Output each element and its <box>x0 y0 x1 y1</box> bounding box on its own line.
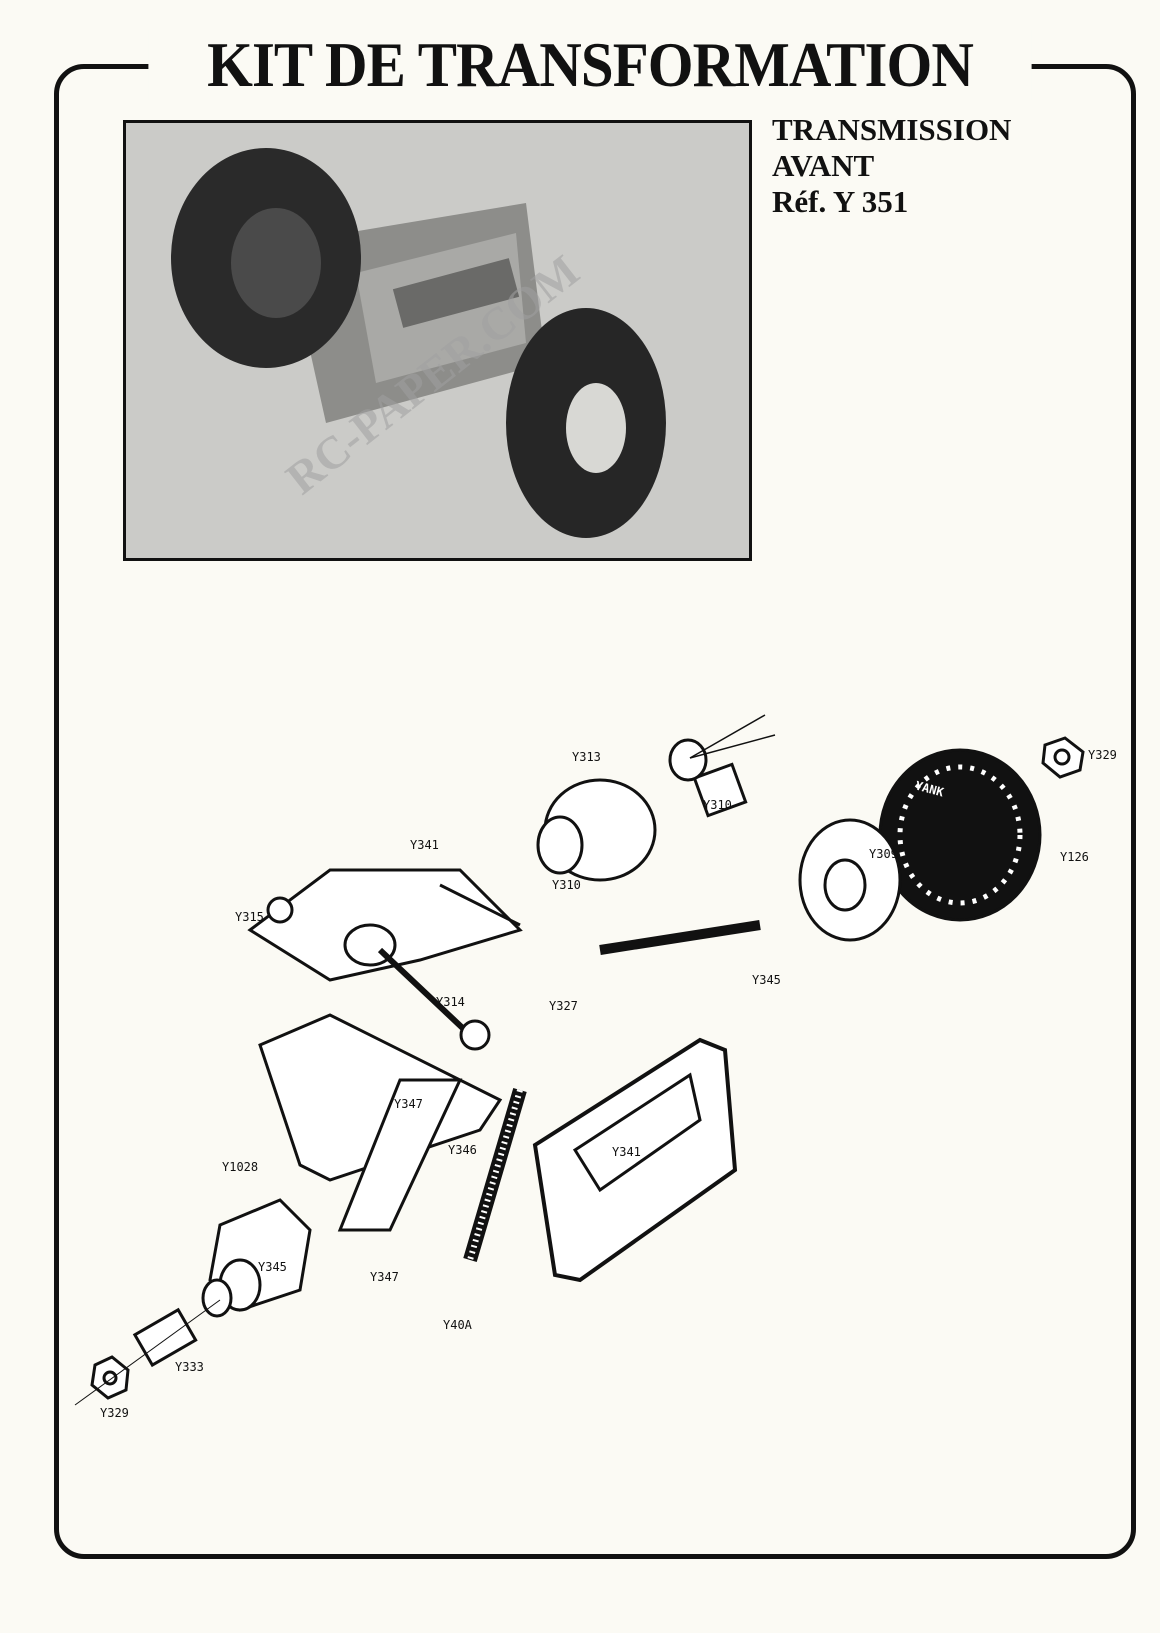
differential <box>536 738 748 882</box>
part-label: Y313 <box>572 750 601 764</box>
axle-bolt <box>74 1299 221 1406</box>
leader-line <box>689 714 766 759</box>
part-label: Y347 <box>394 1097 423 1111</box>
part-label: Y347 <box>370 1270 399 1284</box>
part-label: Y40A <box>443 1318 472 1332</box>
part-label: Y310 <box>703 798 732 812</box>
right-wheel <box>506 308 666 538</box>
part-label: Y126 <box>1060 850 1089 864</box>
subtitle-line-1: TRANSMISSION <box>772 112 1012 147</box>
part-label: Y314 <box>436 995 465 1009</box>
part-label: Y327 <box>549 999 578 1013</box>
part-label: Y346 <box>448 1143 477 1157</box>
part-label: Y345 <box>752 973 781 987</box>
shock-absorber <box>463 1088 527 1262</box>
upper-a-arm <box>247 868 523 982</box>
part-label: Y329 <box>1088 748 1117 762</box>
subtitle-reference: Réf. Y 351 <box>772 184 909 219</box>
product-subtitle: TRANSMISSION AVANT Réf. Y 351 <box>772 112 1011 220</box>
part-label: Y345 <box>258 1260 287 1274</box>
part-label: Y315 <box>235 910 264 924</box>
hub-carrier <box>201 1198 312 1318</box>
wheel-tire <box>798 748 1042 942</box>
part-label: Y333 <box>175 1360 204 1374</box>
leader-line <box>689 734 776 759</box>
subtitle-line-2: AVANT <box>772 148 875 183</box>
part-label: Y1028 <box>222 1160 259 1174</box>
part-label: Y329 <box>100 1406 129 1420</box>
lower-a-arm <box>258 1013 503 1232</box>
part-label: Y341 <box>612 1145 641 1159</box>
part-label: Y310 <box>552 878 581 892</box>
page-title: KIT DE TRANSFORMATION <box>148 30 1032 100</box>
drive-shaft <box>377 920 761 1051</box>
nut-top-right <box>1041 736 1085 779</box>
product-photo: RC-PAPER.COM <box>123 120 752 561</box>
steering-plate <box>532 1037 738 1283</box>
left-wheel <box>171 148 361 368</box>
part-label: Y341 <box>410 838 439 852</box>
part-label: Y309 <box>869 847 898 861</box>
